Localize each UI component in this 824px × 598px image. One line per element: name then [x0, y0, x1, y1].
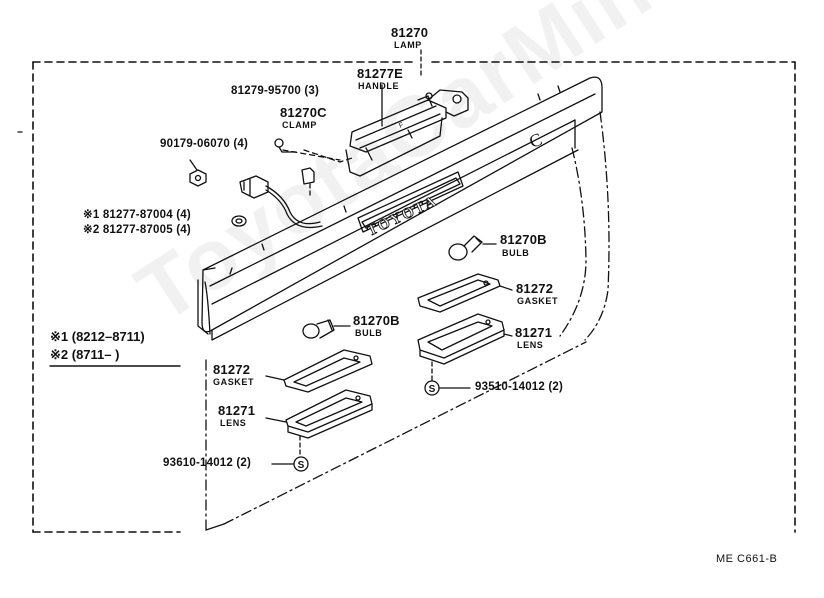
socket-wire — [239, 175, 323, 229]
bulb-left-name: BULB — [355, 328, 383, 338]
screw-left-number: 93610-14012 (2) — [163, 457, 252, 469]
clamp-screw-number: 81279-95700 (3) — [231, 85, 320, 97]
gasket-right-part — [417, 273, 501, 313]
clamp-dash — [303, 149, 353, 163]
screw-right-symbol: S — [424, 380, 440, 396]
gasket-right-name: GASKET — [517, 296, 559, 306]
lens-right-part — [417, 313, 505, 365]
screw-right-letter: S — [429, 384, 436, 395]
washer-2-number: ※2 81277-87005 (4) — [83, 224, 191, 236]
bulb-left-number: 81270B — [353, 313, 400, 328]
nut-part — [189, 159, 207, 187]
handle-mark: F — [398, 122, 405, 130]
handle-name: HANDLE — [358, 81, 400, 91]
lens-left-number: 81271 — [218, 403, 256, 418]
handle-part — [345, 89, 469, 177]
lens-right-name: LENS — [517, 340, 544, 350]
gasket-left-name: GASKET — [213, 377, 255, 387]
screw-left-letter: S — [298, 460, 305, 471]
housing-letter: C — [527, 129, 545, 152]
bulb-left-part — [302, 319, 335, 339]
handle-number: 81277E — [357, 66, 404, 81]
nut-number: 90179-06070 (4) — [160, 138, 249, 150]
lamp-housing — [197, 76, 610, 531]
lamp-number: 81270 — [391, 25, 429, 40]
clamp-part — [301, 167, 315, 197]
bulb-right-name: BULB — [502, 248, 530, 258]
gasket-right-number: 81272 — [516, 281, 554, 296]
clamp-number: 81270C — [280, 105, 327, 120]
lens-right-leader — [503, 333, 513, 337]
lamp-name: LAMP — [394, 40, 422, 50]
applicability-line-2: ※2 (8711– ) — [50, 347, 120, 362]
washer-part — [231, 215, 247, 227]
screw-left-symbol: S — [293, 456, 309, 472]
assembly-boundary — [32, 61, 796, 533]
lens-left-name: LENS — [220, 418, 247, 428]
diagram-reference: ME C661-B — [716, 553, 778, 565]
washer-1-number: ※1 81277-87004 (4) — [83, 209, 191, 221]
lens-right-number: 81271 — [515, 325, 553, 340]
bulb-right-part — [448, 235, 483, 261]
lens-left-leader — [265, 417, 287, 423]
lens-left-part — [285, 389, 373, 439]
gasket-left-part — [283, 349, 373, 393]
bulb-right-number: 81270B — [500, 232, 547, 247]
applicability-line-1: ※1 (8212–8711) — [50, 329, 145, 344]
clamp-name: CLAMP — [282, 120, 317, 130]
gasket-left-leader — [265, 375, 285, 381]
gasket-right-leader — [499, 285, 513, 291]
gasket-left-number: 81272 — [213, 362, 251, 377]
screw-right-number: 93510-14012 (2) — [475, 381, 564, 393]
